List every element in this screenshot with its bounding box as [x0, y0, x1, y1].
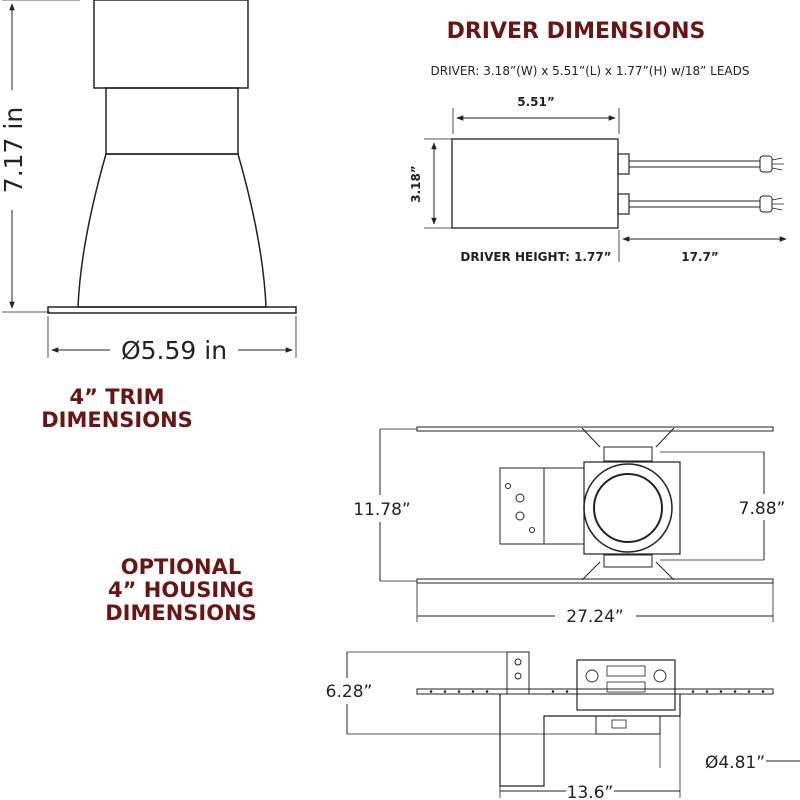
trim-flange — [47, 306, 297, 314]
housing-length-label: 27.24” — [566, 607, 623, 627]
side-jbox-knockout-right — [653, 669, 667, 683]
driver-connector-top — [759, 155, 773, 173]
side-junction-box — [576, 659, 676, 711]
housing-top-view: 11.78” 7.88” 27.24” — [353, 426, 786, 627]
driver-wire-ends-top — [771, 157, 784, 171]
housing-knockout-4 — [529, 527, 535, 533]
trim-neck — [105, 87, 239, 155]
housing-side-view: 6.28” Ø4.81” 13.6” — [326, 651, 800, 800]
driver-drawing: 5.51” 3.18” 17.7” DRIVER HEIGHT: 1.77” — [409, 95, 787, 264]
housing-heading-line3: DIMENSIONS — [105, 601, 257, 625]
side-jbox-slot-1 — [606, 665, 646, 677]
driver-spec-text: DRIVER: 3.18”(W) x 5.51”(L) x 1.77”(H) w… — [431, 64, 750, 78]
housing-heading-line1: OPTIONAL — [121, 555, 241, 579]
housing-clip-bottom-right — [655, 561, 675, 581]
driver-connector-bottom — [759, 195, 773, 213]
driver-width-label: 3.18” — [409, 165, 423, 203]
housing-clip-top-left — [581, 427, 601, 448]
housing-junction-plate — [543, 467, 585, 545]
side-jbox-slot-2 — [606, 681, 646, 693]
driver-wire-ends-bottom — [771, 197, 784, 211]
side-bar-holes — [429, 690, 765, 693]
trim-height-label: 7.17 in — [0, 107, 28, 193]
side-aperture-detail — [611, 719, 627, 729]
side-aperture-collar — [595, 715, 661, 735]
trim-top-housing — [93, 0, 249, 89]
driver-height-label: DRIVER HEIGHT: 1.77” — [460, 250, 611, 264]
housing-knockout-3 — [505, 483, 511, 489]
housing-clip-bottom-left — [581, 561, 601, 581]
side-height-label: 6.28” — [326, 682, 373, 702]
trim-heading-line1: 4” TRIM — [70, 385, 165, 409]
trim-reflector-cone — [77, 153, 267, 308]
housing-ring-label: 7.88” — [739, 499, 786, 519]
side-housing-body — [499, 694, 681, 787]
housing-bar-hanger-bottom — [416, 578, 774, 584]
driver-length-label: 5.51” — [517, 95, 555, 109]
side-aperture-label: Ø4.81” — [705, 753, 765, 773]
trim-diameter-label: Ø5.59 in — [121, 336, 227, 365]
housing-junction-box — [499, 467, 545, 545]
side-bar-hanger — [416, 688, 774, 695]
housing-bar-hanger-top — [416, 426, 774, 432]
housing-clip-top-right — [655, 427, 675, 448]
side-jbox-knockout-left — [585, 669, 599, 683]
driver-heading: DRIVER DIMENSIONS — [447, 19, 706, 44]
driver-strain-relief-top — [617, 153, 630, 175]
side-bracket — [506, 651, 530, 695]
driver-leads-label: 17.7” — [681, 250, 719, 264]
driver-box — [451, 138, 619, 229]
housing-knockout-1 — [515, 493, 525, 503]
housing-clip-block-bottom — [603, 554, 653, 568]
side-width-label: 13.6” — [567, 783, 614, 800]
trim-heading-line2: DIMENSIONS — [41, 408, 193, 432]
side-bracket-hole-2 — [514, 672, 522, 680]
trim-drawing: 7.17 in Ø5.59 in — [0, 0, 297, 365]
housing-knockout-2 — [515, 511, 525, 521]
driver-strain-relief-bottom — [617, 193, 630, 215]
housing-clip-block-top — [603, 446, 653, 462]
side-bracket-hole-1 — [514, 658, 522, 666]
housing-aperture-ring-outer — [583, 463, 673, 553]
housing-aperture-ring-inner — [593, 473, 663, 543]
housing-depth-label: 11.78” — [353, 500, 410, 520]
housing-heading-line2: 4” HOUSING — [108, 578, 254, 602]
